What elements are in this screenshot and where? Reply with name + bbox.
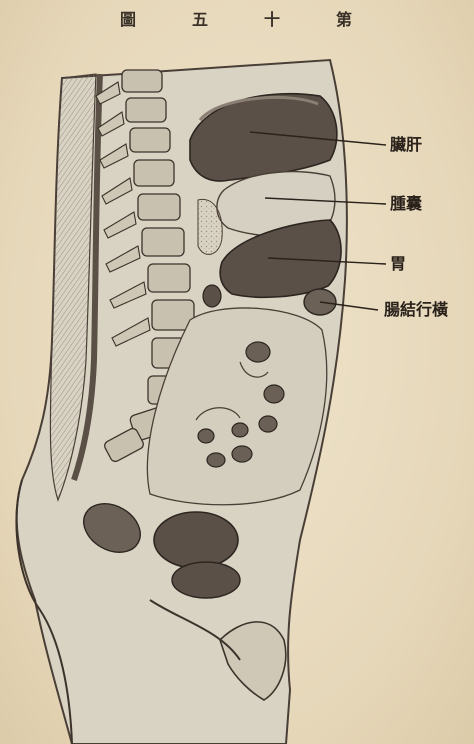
label-liver: 臟肝 xyxy=(390,137,422,153)
label-transverse-colon: 腸結行橫 xyxy=(384,302,448,318)
bladder xyxy=(154,512,238,568)
label-stomach: 胃 xyxy=(390,256,406,272)
label-gallbladder: 腫囊 xyxy=(390,196,422,212)
